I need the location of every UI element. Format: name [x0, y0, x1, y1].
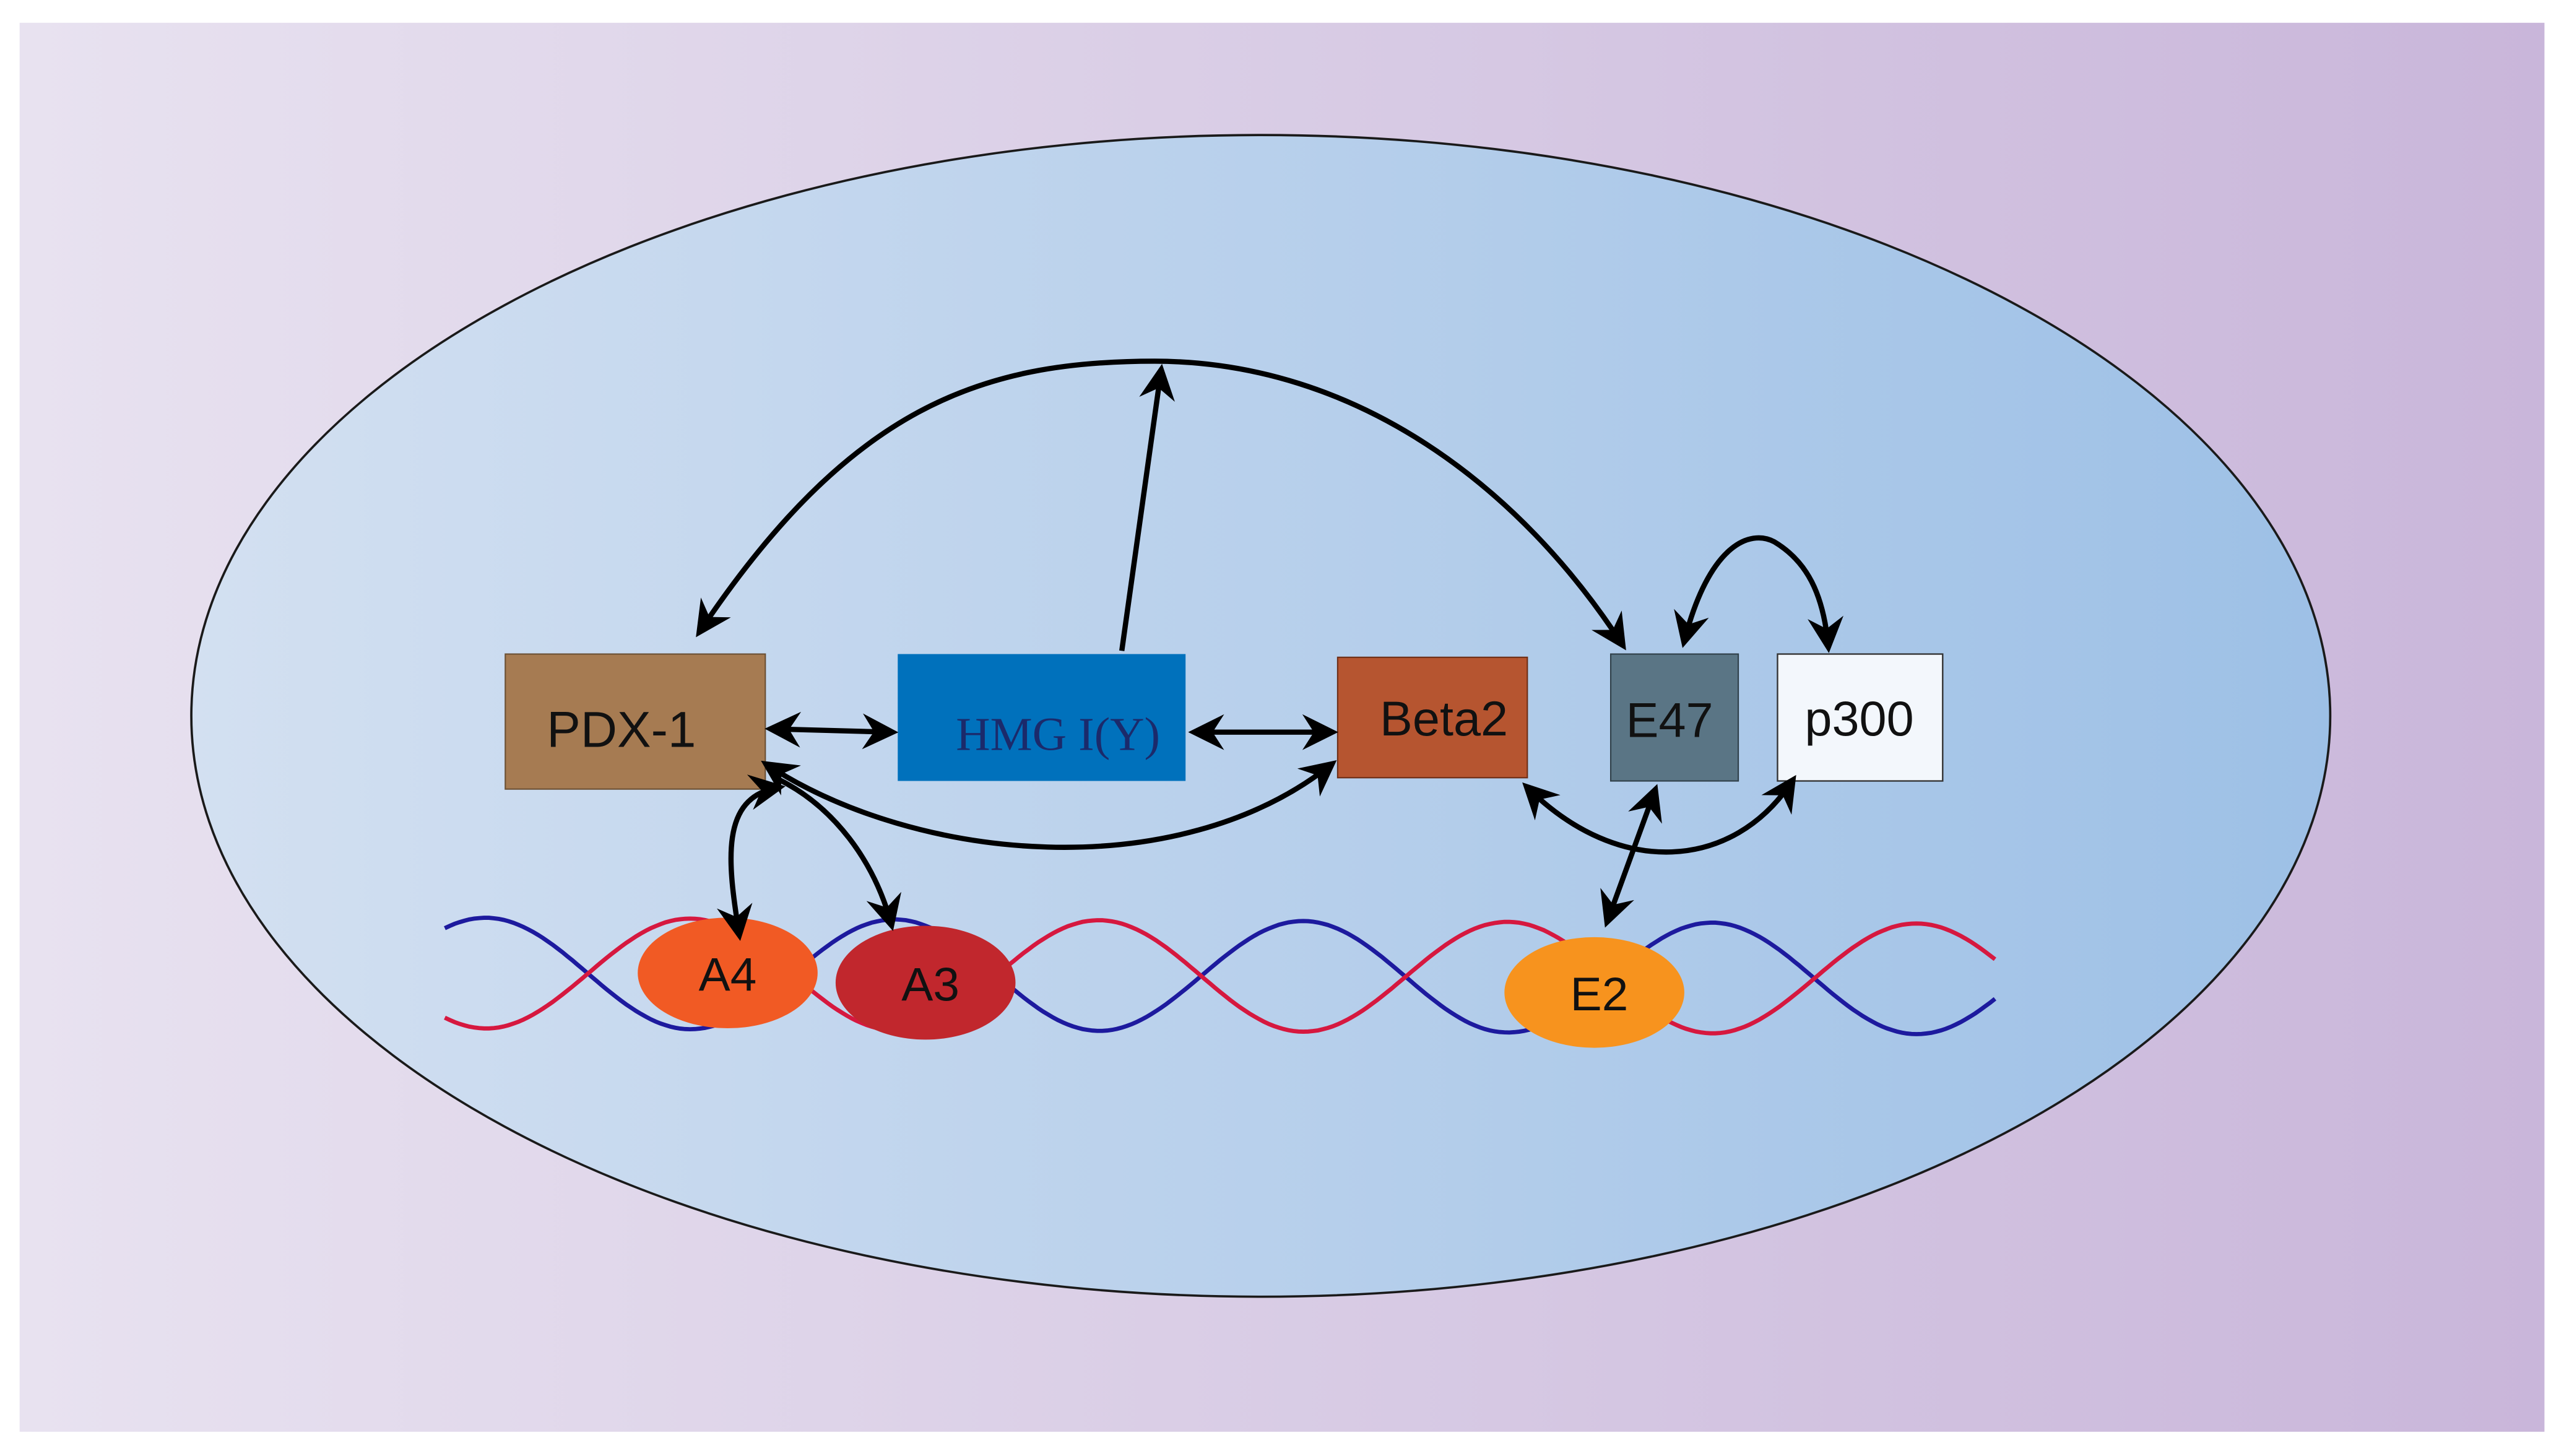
a3-label: A3 — [901, 959, 959, 1012]
arrow-pdx1-hmg — [764, 711, 899, 750]
interaction-arrows — [696, 358, 1843, 942]
element-a4: A4 — [638, 917, 818, 1029]
arrow-pdx1-a3 — [774, 775, 901, 932]
arrow-pdx1-a4 — [717, 774, 786, 942]
hmg-label: HMG I(Y) — [956, 708, 1160, 761]
e47-box — [1609, 653, 1739, 782]
pdx1-label: PDX-1 — [547, 702, 696, 758]
pdx1-box — [505, 653, 766, 790]
protein-beta2: Beta2 — [1336, 656, 1528, 779]
e2-ellipse — [1504, 937, 1684, 1048]
protein-hmg: HMG I(Y) — [898, 654, 1186, 781]
arrow-pdx1-e47 — [696, 358, 1626, 651]
hmg-box — [898, 654, 1186, 781]
arrow-e47-e2 — [1600, 784, 1662, 928]
arrow-e47-p300 — [1674, 535, 1843, 653]
protein-e47: E47 — [1609, 653, 1739, 782]
arrow-hmg-up — [1119, 363, 1175, 651]
a4-label: A4 — [699, 949, 757, 1002]
a3-ellipse — [835, 925, 1016, 1040]
element-a3: A3 — [835, 925, 1016, 1040]
protein-p300: p300 — [1777, 653, 1944, 782]
p300-label: p300 — [1804, 691, 1913, 746]
beta2-label: Beta2 — [1380, 691, 1508, 746]
dna-strand-blue — [444, 916, 1996, 1036]
e47-label: E47 — [1626, 693, 1713, 748]
a4-ellipse — [638, 917, 818, 1029]
arrow-beta2-p300 — [1522, 774, 1796, 855]
element-e2: E2 — [1504, 937, 1684, 1048]
protein-pdx1: PDX-1 — [505, 653, 766, 790]
p300-box — [1777, 653, 1944, 782]
e2-label: E2 — [1570, 968, 1629, 1021]
beta2-box — [1336, 656, 1528, 779]
arrow-pdx1-beta2 — [761, 760, 1337, 850]
